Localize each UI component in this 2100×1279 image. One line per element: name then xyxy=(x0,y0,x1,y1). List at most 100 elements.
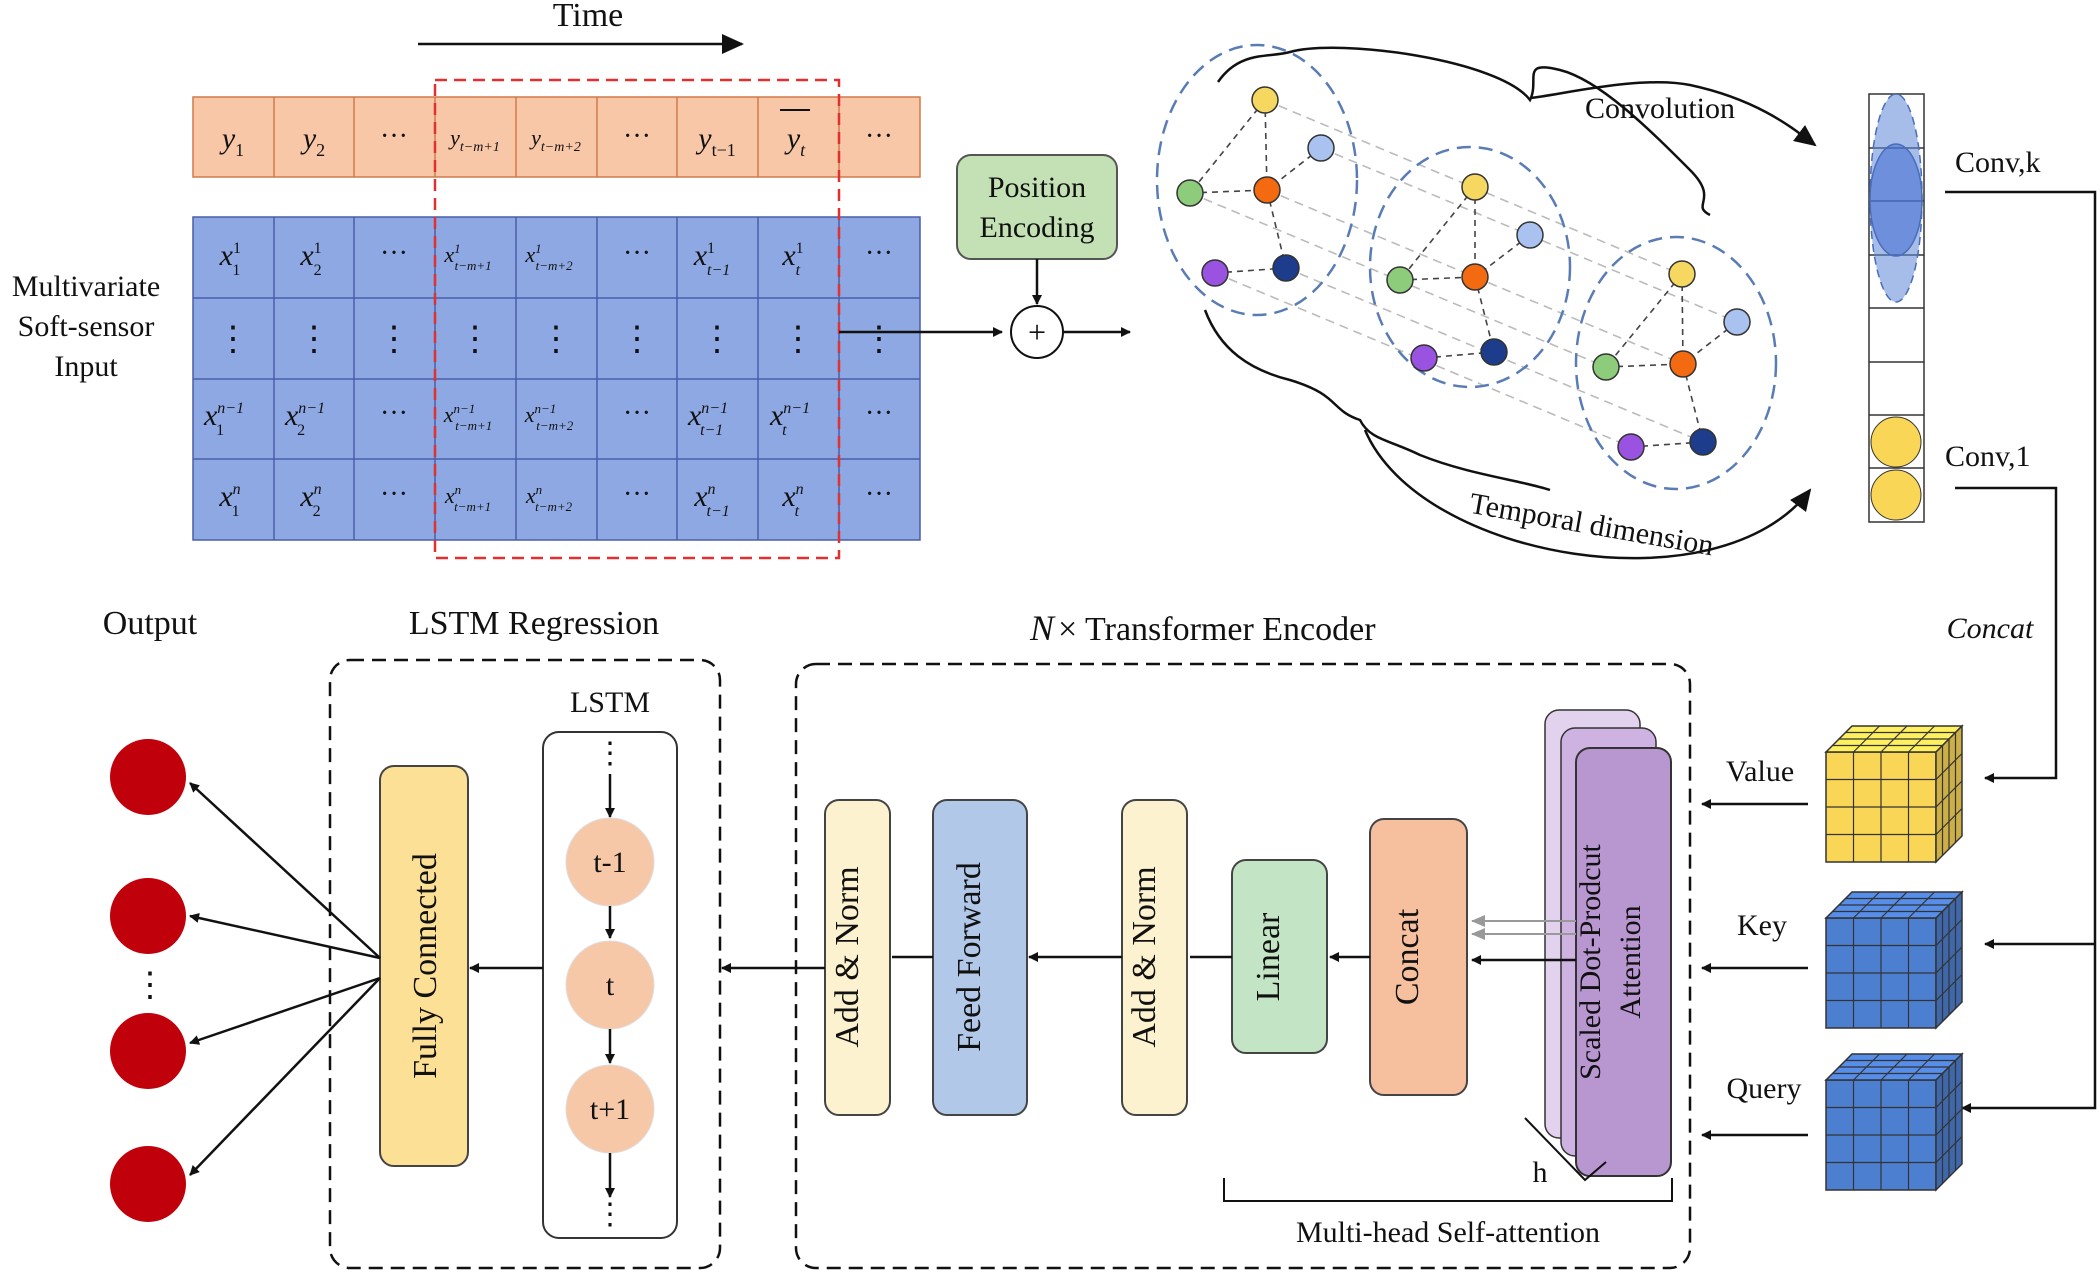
y-row: y1 y2 ··· yt−m+1 yt−m+2 ··· yt−1 yt ··· xyxy=(192,96,921,178)
y-cell-dots-3: ··· xyxy=(865,121,893,152)
lstm-regression-box xyxy=(328,658,722,1270)
x-2-4: ⋮ xyxy=(458,321,492,358)
position-encoding-line-2: Encoding xyxy=(980,211,1095,244)
x-2-3: ⋮ xyxy=(377,321,411,358)
output-label: Output xyxy=(103,605,198,642)
time-axis: Time xyxy=(418,0,744,54)
x-2-1: ⋮ xyxy=(216,321,250,358)
key-cube xyxy=(1824,890,1964,1030)
position-encoding-line-1: Position xyxy=(988,171,1086,204)
y-cell-dots: ··· xyxy=(380,121,408,152)
add-norm-label-2: Add & Norm xyxy=(1126,866,1163,1047)
feed-forward-label: Feed Forward xyxy=(951,862,988,1052)
position-encoding-box: Position Encoding xyxy=(956,154,1118,305)
h-label: h xyxy=(1533,1156,1548,1189)
x-2-5: ⋮ xyxy=(539,321,573,358)
y-cell-dots-2: ··· xyxy=(623,121,651,152)
transformer-title-n: N xyxy=(1029,608,1056,648)
x-1-dots: ··· xyxy=(380,238,408,269)
feed-forward-box: Feed Forward xyxy=(932,799,1028,1116)
x-2-8: ⋮ xyxy=(781,321,815,358)
concat-box: Concat xyxy=(1369,818,1468,1096)
convolution-brace xyxy=(1216,46,1711,217)
concat-label: Concat xyxy=(1389,908,1426,1005)
key-label: Key xyxy=(1737,909,1787,942)
x-1-dots-2: ··· xyxy=(623,238,651,269)
multihead-label: Multi-head Self-attention xyxy=(1296,1216,1600,1249)
cube-grid-line xyxy=(1935,946,1963,974)
linear-box: Linear xyxy=(1231,859,1328,1054)
plus-symbol: + xyxy=(1028,314,1046,350)
transformer-title: × Transformer Encoder xyxy=(1058,611,1376,648)
concat-italic-label: Concat xyxy=(1947,612,2034,645)
cube-grid-line xyxy=(1935,780,1963,808)
output-node-1 xyxy=(110,739,186,815)
x-4-dots-3: ··· xyxy=(865,479,893,510)
x-2-2: ⋮ xyxy=(297,321,331,358)
add-operator: + xyxy=(1010,305,1131,359)
cube-grid-line xyxy=(1935,1108,1963,1136)
conv-k-label: Conv,k xyxy=(1955,146,2041,179)
attention-line-2: Attention xyxy=(1614,905,1647,1018)
x-2-7: ⋮ xyxy=(700,321,734,358)
input-label-line-2: Soft-sensor xyxy=(18,310,155,343)
value-label: Value xyxy=(1726,755,1794,788)
attention-line-1: Scaled Dot-Prodcut xyxy=(1574,843,1607,1079)
input-label-line-1: Multivariate xyxy=(12,270,160,303)
fully-connected-label: Fully Connected xyxy=(407,853,444,1079)
temporal-label: Temporal dimension xyxy=(1467,487,1716,562)
x-3-dots-3: ··· xyxy=(865,398,893,429)
query-label: Query xyxy=(1727,1072,1802,1105)
fully-connected-box: Fully Connected xyxy=(379,765,469,1167)
lstm-label: LSTM xyxy=(570,686,650,719)
x-2-6: ⋮ xyxy=(620,321,654,358)
transformer-encoder-box xyxy=(794,662,1692,1270)
x-3-dots-2: ··· xyxy=(623,398,651,429)
lstm-regression-title: LSTM Regression xyxy=(409,605,659,642)
value-cube xyxy=(1824,724,1964,864)
attention-stack: Scaled Dot-Prodcut Attention h xyxy=(1524,709,1672,1189)
temporal-brace xyxy=(1203,309,1551,492)
lstm-column: LSTM ⋮ t-1 t t+1 ⋮ xyxy=(542,686,678,1239)
add-norm-box-1: Add & Norm xyxy=(824,799,891,1116)
convolution-label: Convolution xyxy=(1585,92,1735,125)
add-norm-box-2: Add & Norm xyxy=(1121,799,1188,1116)
input-label-line-3: Input xyxy=(54,350,118,383)
cube-grid-line xyxy=(1935,1136,1963,1163)
output-node-4 xyxy=(110,1146,186,1222)
x-4-dots: ··· xyxy=(380,479,408,510)
input-label: Multivariate Soft-sensor Input xyxy=(12,270,160,383)
lstm-dots-bottom: ⋮ xyxy=(595,1198,625,1231)
cube-grid-line xyxy=(1908,891,1935,919)
linear-label: Linear xyxy=(1250,912,1287,1001)
conv-1-label: Conv,1 xyxy=(1945,440,2031,473)
query-cube xyxy=(1824,1052,1964,1192)
graph-stack xyxy=(1155,43,1778,491)
time-label: Time xyxy=(553,0,624,34)
lstm-step-1: t-1 xyxy=(593,846,626,879)
conv-column xyxy=(1868,93,1925,523)
cube-grid-line xyxy=(1908,725,1935,753)
output-node-2 xyxy=(110,878,186,954)
cube-grid-line xyxy=(1935,974,1963,1001)
lstm-step-2: t xyxy=(606,969,615,1002)
sliding-window xyxy=(433,78,841,560)
cube-grid-line xyxy=(1935,808,1963,835)
x-4-dots-2: ··· xyxy=(623,479,651,510)
cube-grid-line xyxy=(1908,1053,1935,1081)
output-dots: ⋮ xyxy=(133,967,167,1004)
lstm-dots-top: ⋮ xyxy=(595,737,625,770)
output-node-3 xyxy=(110,1013,186,1089)
x-1-dots-3: ··· xyxy=(865,238,893,269)
x-2-9: ⋮ xyxy=(862,321,896,358)
lstm-step-3: t+1 xyxy=(590,1093,630,1126)
x-3-dots: ··· xyxy=(380,398,408,429)
